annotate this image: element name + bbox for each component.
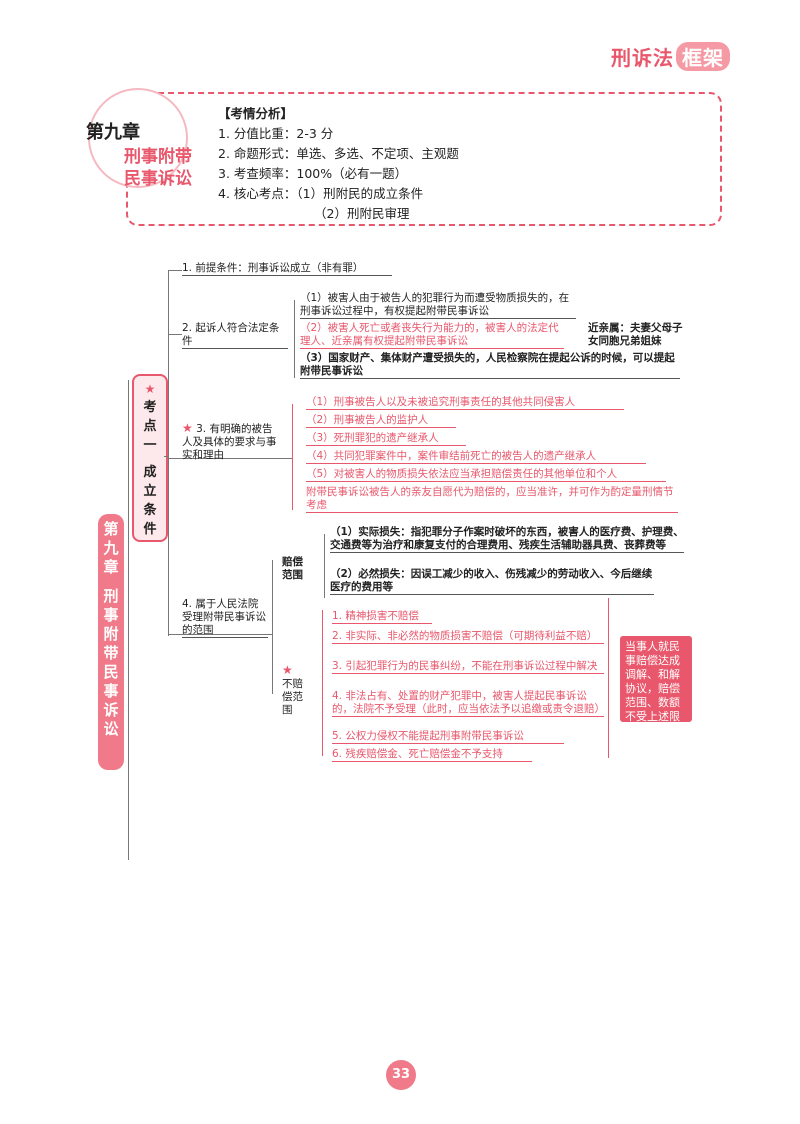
b3-item-4: （4）共同犯罪案件中，案件审结前死亡的被告人的遗产继承人 (306, 450, 646, 464)
b2-item-1: （1）被害人由于被告人的犯罪行为而遭受物质损失的，在刑事诉讼过程中，有权提起附带… (300, 292, 576, 319)
star-icon: ★ (144, 382, 156, 396)
pay-item-2: （2）必然损失：因误工减少的收入、伤残减少的劳动收入、今后继续医疗的费用等 (330, 568, 654, 595)
b3-item-5: （5）对被害人的物质损失依法应当承担赔偿责任的其他单位和个人 (306, 468, 666, 482)
branch-1: 1. 前提条件：刑事诉讼成立（非有罪） (182, 262, 392, 276)
pay-label: 赔偿范围 (282, 556, 303, 581)
chapter-number: 第九章 (86, 122, 140, 143)
b2-item-3: （3）国家财产、集体财产遭受损失的，人民检察院在提起公诉的时候，可以提起附带民事… (300, 352, 680, 379)
nopay-label: ★ 不赔偿范围 (282, 663, 303, 717)
page-number: 33 (386, 1060, 416, 1090)
branch-2: 2. 起诉人符合法定条件 (182, 322, 288, 349)
analysis-text: 【考情分析】 1. 分值比重：2-3 分 2. 命题形式：单选、多选、不定项、主… (218, 106, 459, 221)
b3-item-6: 附带民事诉讼被告人的亲友自愿代为赔偿的，应当准许，并可作为酌定量刑情节考虑 (306, 486, 678, 513)
chapter-circle (88, 88, 188, 188)
b3-item-2: （2）刑事被告人的监护人 (306, 414, 456, 428)
trunk-line (168, 270, 169, 636)
chapter-name: 刑事附带民事诉讼 (124, 147, 192, 189)
star-icon: ★ (282, 663, 293, 677)
nopay-item-3: 3. 引起犯罪行为的民事纠纷，不能在刑事诉讼过程中解决 (332, 660, 604, 674)
nopay-item-1: 1. 精神损害不赔偿 (332, 610, 432, 624)
branch-3: ★ 3. 有明确的被告人及具体的要求与事实和理由 (182, 421, 277, 462)
nopay-item-2: 2. 非实际、非必然的物质损害不赔偿（可期待利益不赔） (332, 630, 604, 644)
kaodian-box: ★ 考 点 一 成 立 条 件 (132, 374, 168, 542)
b3-item-1: （1）刑事被告人以及未被追究刑事责任的其他共同侵害人 (306, 396, 624, 410)
nopay-item-6: 6. 残疾赔偿金、死亡赔偿金不予支持 (332, 748, 532, 762)
summary-note: 当事人就民事赔偿达成调解、和解协议，赔偿范围、数额不受上述限制 (620, 636, 692, 737)
chapter-side-label: 第 九 章 刑 事 附 带 民 事 诉 讼 (98, 514, 124, 770)
brand-title: 刑诉法框架 (611, 42, 730, 71)
pay-item-1: （1）实际损失：指犯罪分子作案时破坏的东西，被害人的医疗费、护理费、交通费等为治… (330, 526, 684, 553)
b2-item-2: （2）被害人死亡或者丧失行为能力的，被害人的法定代理人、近亲属有权提起附带民事诉… (300, 322, 564, 349)
b3-item-3: （3）死刑罪犯的遗产继承人 (306, 432, 466, 446)
spine-line (128, 380, 129, 860)
nopay-item-4: 4. 非法占有、处置的财产犯罪中，被害人提起民事诉讼的，法院不予受理（此时，应当… (332, 690, 605, 717)
nopay-item-5: 5. 公权力侵权不能提起刑事附带民事诉讼 (332, 730, 564, 744)
branch-4: 4. 属于人民法院受理附带民事诉讼的范围 (182, 598, 268, 638)
star-icon: ★ (182, 421, 193, 435)
b2-note: 近亲属：夫妻父母子女同胞兄弟姐妹 (588, 322, 683, 347)
